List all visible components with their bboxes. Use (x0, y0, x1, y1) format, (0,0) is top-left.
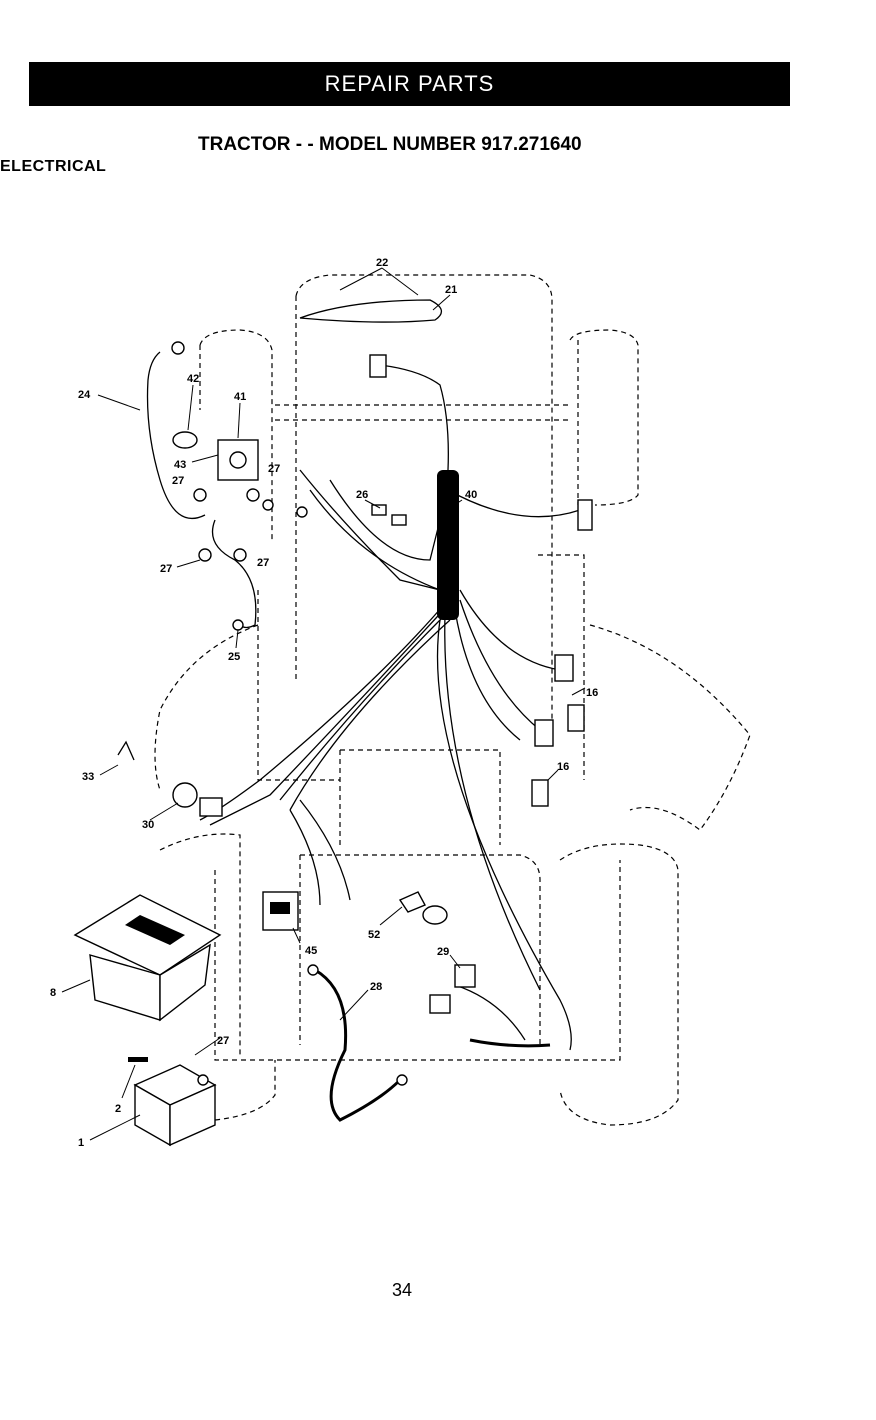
callout-52: 52 (368, 929, 380, 941)
callout-24: 24 (78, 389, 91, 401)
callout-45: 45 (305, 945, 317, 957)
callout-16a: 16 (586, 687, 598, 699)
callout-27b: 27 (268, 463, 280, 475)
callout-numbers: 22 21 24 42 41 43 27 27 27 27 26 40 25 1… (50, 257, 598, 1149)
callout-8: 8 (50, 987, 56, 999)
callout-27a: 27 (172, 475, 184, 487)
battery-1 (128, 1057, 215, 1145)
callout-16b: 16 (557, 761, 569, 773)
page-number: 34 (392, 1280, 412, 1301)
callout-30: 30 (142, 819, 154, 831)
callout-42: 42 (187, 373, 199, 385)
connector-16-upper (555, 655, 573, 681)
callout-27c: 27 (160, 563, 172, 575)
harness-lead-22 (300, 300, 441, 322)
switch-29 (455, 965, 475, 987)
callout-29: 29 (437, 946, 449, 958)
callout-26: 26 (356, 489, 368, 501)
callout-28: 28 (370, 981, 382, 993)
callout-43: 43 (174, 459, 186, 471)
module-52 (400, 892, 447, 924)
switch-16a (568, 705, 584, 731)
callout-27d: 27 (257, 557, 269, 569)
clip-33 (118, 742, 134, 760)
callout-1: 1 (78, 1137, 84, 1149)
callout-27e: 27 (217, 1035, 229, 1047)
switch-16b (532, 780, 548, 806)
cable-28 (308, 965, 407, 1120)
callout-41: 41 (234, 391, 246, 403)
callout-40: 40 (465, 489, 477, 501)
callout-2: 2 (115, 1103, 121, 1115)
battery-box-8 (75, 895, 220, 1020)
callout-21: 21 (445, 284, 457, 296)
callout-33: 33 (82, 771, 94, 783)
callout-25: 25 (228, 651, 240, 663)
callout-22: 22 (376, 257, 388, 269)
cable-25 (213, 520, 256, 630)
